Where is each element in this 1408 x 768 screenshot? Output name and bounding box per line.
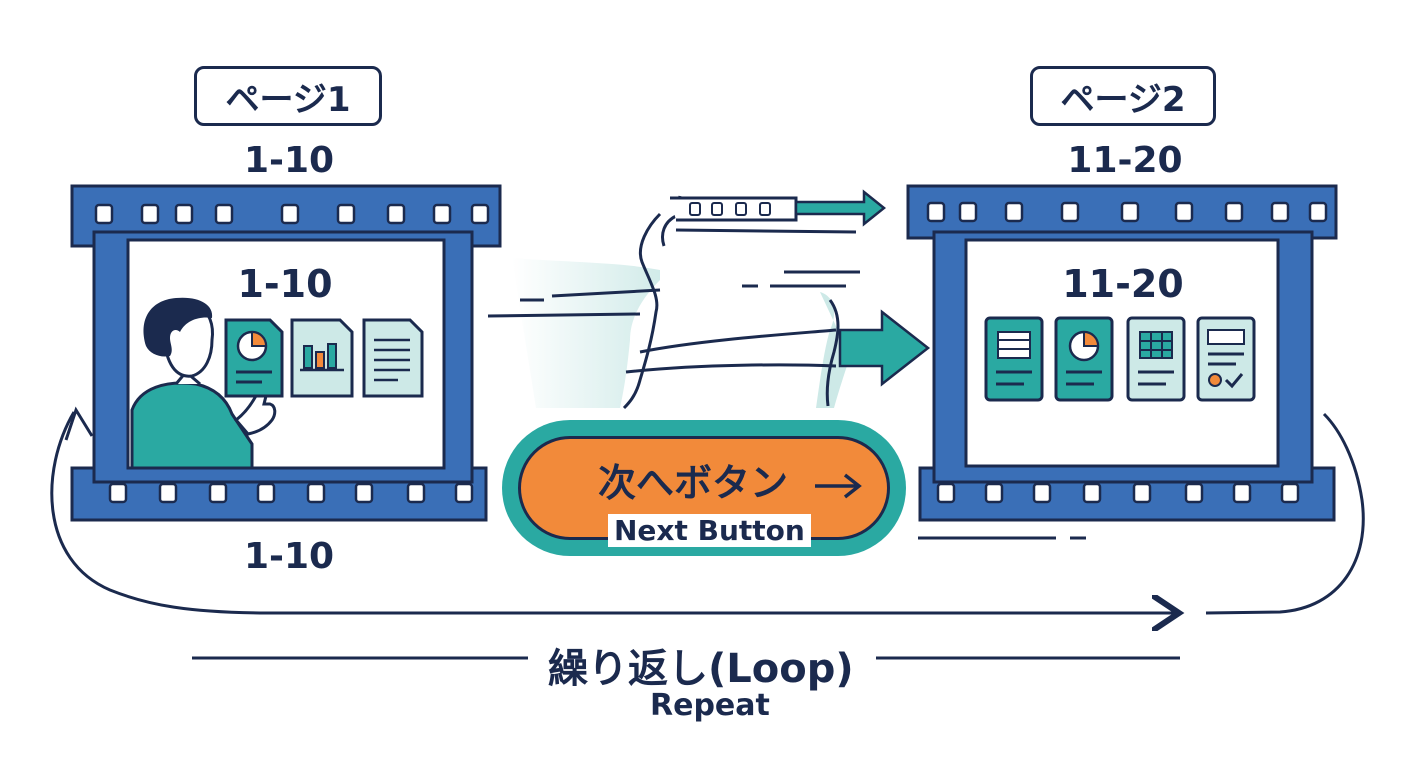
- list-document-icon: [984, 316, 1044, 402]
- page1-tag-label: ページ1: [225, 79, 351, 120]
- page2-tag: ページ2: [1030, 66, 1216, 126]
- next-button-label[interactable]: 次へボタン: [598, 452, 865, 507]
- page2-tag-label: ページ2: [1060, 79, 1186, 120]
- next-button-label-text[interactable]: 次へボタン: [598, 461, 789, 505]
- page1-range-bottom: 1-10: [243, 536, 335, 577]
- repeat-label: Repeat: [650, 688, 770, 723]
- film-strip-page2: [906, 184, 1338, 522]
- forward-arrow-icon: [487, 189, 1086, 540]
- page1-tag: ページ1: [194, 66, 382, 126]
- page2-range-in-frame: 11-20: [1062, 262, 1184, 306]
- page2-range-top: 11-20: [1067, 140, 1183, 181]
- film-strip-page1: [70, 184, 502, 522]
- next-button-sublabel: Next Button: [608, 514, 811, 547]
- user-pointing-icon: [130, 297, 277, 470]
- page1-range-top: 1-10: [243, 140, 335, 181]
- text-document-icon: [362, 318, 424, 398]
- table-document-icon: [1126, 316, 1186, 402]
- loop-arrow: [50, 406, 1365, 660]
- pie-chart-document-icon-2: [1054, 316, 1114, 402]
- page1-range-in-frame: 1-10: [237, 262, 333, 306]
- pie-chart-document-icon: [224, 318, 284, 398]
- checklist-document-icon: [1196, 316, 1256, 402]
- arrow-right-icon: [815, 473, 863, 498]
- bar-chart-document-icon: [290, 318, 354, 398]
- loop-label: 繰り返し(Loop): [548, 646, 854, 692]
